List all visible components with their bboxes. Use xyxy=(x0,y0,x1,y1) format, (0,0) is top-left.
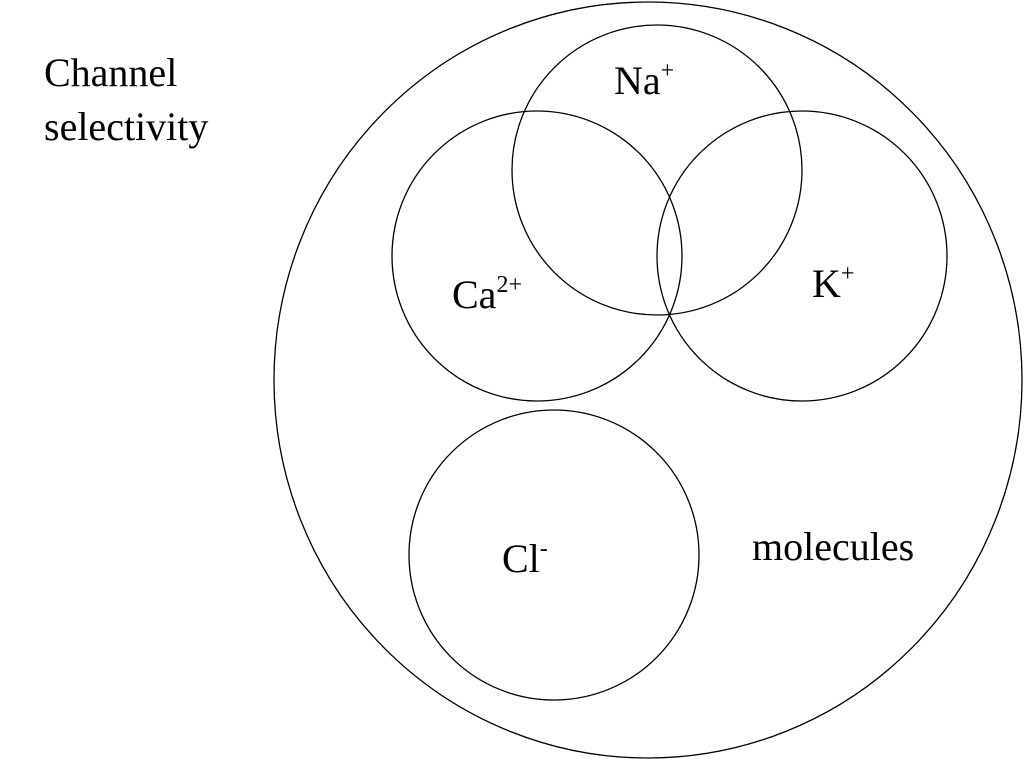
set-ca-circle xyxy=(391,110,683,402)
label-k-base: K xyxy=(812,261,841,306)
label-cl: Cl- xyxy=(502,536,548,581)
title-line-2: selectivity xyxy=(44,104,209,149)
set-cl-circle xyxy=(408,409,700,701)
label-na-base: Na xyxy=(614,58,661,103)
label-ca-base: Ca xyxy=(452,272,497,317)
diagram-title: Channel selectivity xyxy=(44,46,208,154)
label-k-charge: + xyxy=(841,261,855,287)
label-cl-base: Cl xyxy=(502,536,540,581)
title-line-1: Channel xyxy=(44,50,178,95)
label-k: K+ xyxy=(812,261,854,306)
set-k-circle xyxy=(656,110,948,402)
label-na-charge: + xyxy=(661,58,675,84)
outer-set-molecules xyxy=(273,1,1023,759)
label-ca: Ca2+ xyxy=(452,272,522,317)
set-na-circle xyxy=(511,24,803,316)
label-ca-charge: 2+ xyxy=(496,272,522,298)
label-na: Na+ xyxy=(614,58,674,103)
label-cl-charge: - xyxy=(540,536,548,562)
label-molecules: molecules xyxy=(752,524,914,569)
